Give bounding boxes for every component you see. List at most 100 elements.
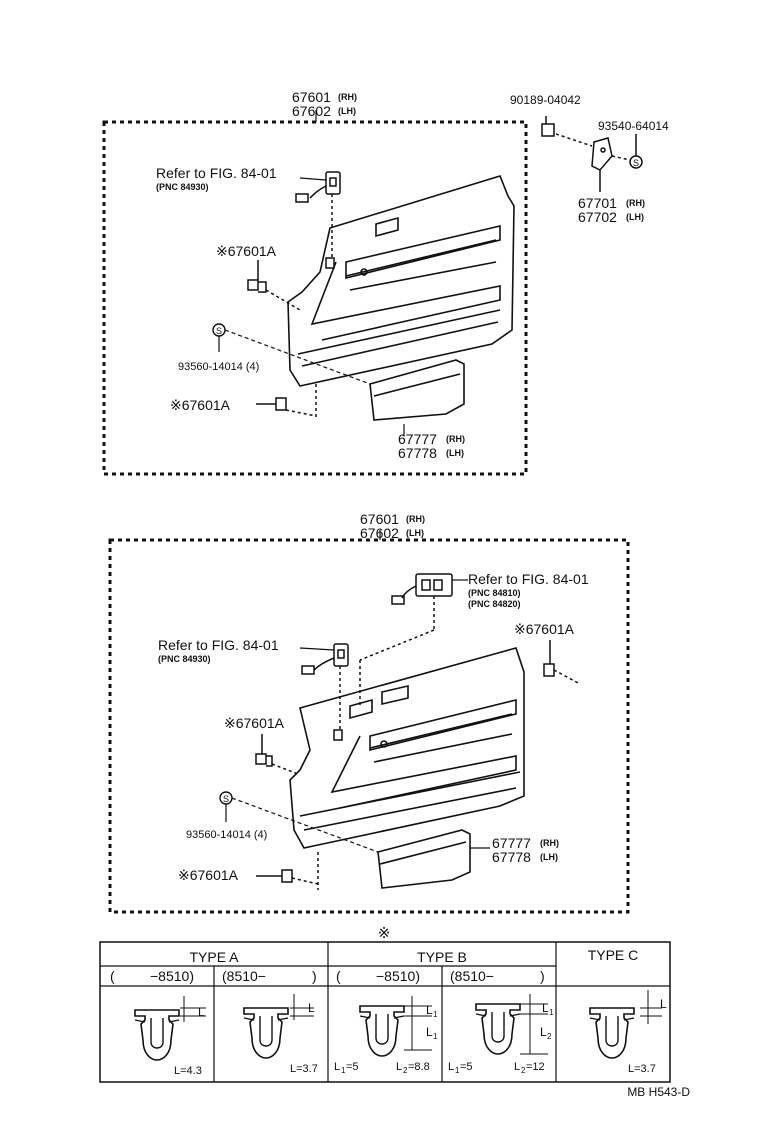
svg-text:1: 1 — [549, 1008, 554, 1017]
label-clip-right-2: ※67601A — [514, 621, 575, 637]
svg-text:(RH): (RH) — [446, 434, 465, 444]
svg-text:): ) — [312, 968, 317, 984]
label-panel-rh-2: 67601 — [360, 511, 399, 527]
label-screw-1: 93560-14014 (4) — [178, 361, 259, 373]
label-clip-lower-2: ※67601A — [178, 867, 239, 883]
svg-text:(RH): (RH) — [338, 92, 357, 102]
screw-2: S — [219, 791, 379, 853]
switch-connector-1 — [295, 171, 341, 269]
svg-text:1: 1 — [455, 1066, 460, 1075]
figure-2: S 67601 (RH) 67602 (LH) Refer to FIG. 84… — [108, 511, 630, 914]
label-pocket-lh-1: 67778 — [398, 445, 437, 461]
svg-text:S: S — [216, 326, 222, 336]
clip-left-2 — [255, 734, 299, 775]
screw-1: S — [212, 323, 371, 385]
svg-text:(: ( — [110, 968, 115, 984]
value-c: L=3.7 — [628, 1063, 656, 1075]
label-screw-part: 93540-64014 — [598, 119, 669, 133]
range-a1: −8510) — [150, 968, 194, 984]
svg-text:L: L — [660, 997, 667, 1011]
svg-text:(LH): (LH) — [446, 448, 464, 458]
label-clip-upper-1: ※67601A — [216, 243, 277, 259]
table-mark: ※ — [378, 925, 391, 942]
svg-text:L: L — [542, 1001, 549, 1015]
clip-type-table: ※ TYPE A TYPE B TYPE C ( −8510) (8510− )… — [99, 925, 671, 1083]
svg-text:L: L — [426, 1003, 433, 1017]
svg-text:L: L — [198, 1005, 205, 1019]
svg-text:(RH): (RH) — [406, 514, 425, 524]
svg-text:(LH): (LH) — [626, 212, 644, 222]
label-bracket-lh: 67702 — [578, 209, 617, 225]
label-ref-switch: Refer to FIG. 84-01 — [468, 571, 589, 587]
svg-text:1: 1 — [341, 1066, 346, 1075]
screw-symbol-bracket: S — [633, 158, 639, 168]
header-type-c: TYPE C — [588, 947, 639, 963]
range-a2: (8510− — [222, 968, 266, 984]
clip-upper-1 — [247, 260, 301, 311]
value-a2: L=3.7 — [290, 1063, 318, 1075]
value-a1: L=4.3 — [174, 1065, 202, 1077]
label-screw-2: 93560-14014 (4) — [186, 829, 267, 841]
door-trim-panel-2 — [289, 647, 525, 849]
switch-connector-2 — [301, 643, 349, 741]
range-b1: −8510) — [376, 968, 420, 984]
clip-lower-2 — [256, 852, 319, 890]
svg-text:L: L — [426, 1025, 433, 1039]
door-trim-panel — [287, 175, 515, 387]
svg-text:(PNC 84930): (PNC 84930) — [156, 182, 209, 192]
svg-text:(LH): (LH) — [406, 528, 424, 538]
diagram-code: MB H543-D — [627, 1085, 690, 1099]
svg-text:(PNC 84810): (PNC 84810) — [468, 588, 521, 598]
label-bolt-part: 90189-04042 — [510, 93, 581, 107]
switch-window — [359, 573, 453, 706]
svg-text:2: 2 — [403, 1066, 408, 1075]
header-type-b: TYPE B — [417, 949, 467, 965]
label-ref-1: Refer to FIG. 84-01 — [156, 165, 277, 181]
label-ref-2: Refer to FIG. 84-01 — [158, 637, 279, 653]
range-b2: (8510− — [450, 968, 494, 984]
svg-text:L: L — [396, 1061, 402, 1073]
clip-right-2 — [543, 640, 581, 685]
figure-1: S S 67601 (RH) 67602 (LH) 90189-04042 93… — [102, 89, 669, 476]
svg-text:2: 2 — [521, 1066, 526, 1075]
value-b1-l2: =8.8 — [408, 1061, 430, 1073]
clip-drawing-a2 — [243, 1007, 289, 1059]
value-b2-l1: =5 — [460, 1061, 473, 1073]
clip-lower-1 — [256, 384, 317, 420]
clip-drawing-b1 — [359, 1005, 405, 1057]
clip-drawing-b2 — [475, 1003, 521, 1055]
door-pocket-1 — [369, 359, 465, 421]
label-panel-lh-1: 67602 — [292, 103, 331, 119]
frame-1 — [102, 120, 528, 476]
svg-text:S: S — [223, 794, 229, 804]
clip-drawing-c — [589, 1007, 635, 1059]
svg-text:(PNC 84930): (PNC 84930) — [158, 654, 211, 664]
label-panel-rh-1: 67601 — [292, 89, 331, 105]
label-panel-lh-2: 67602 — [360, 525, 399, 541]
label-bracket-rh: 67701 — [578, 195, 617, 211]
header-type-a: TYPE A — [189, 949, 239, 965]
svg-text:L: L — [334, 1061, 340, 1073]
value-b1-l1: =5 — [346, 1061, 359, 1073]
label-clip-left-2: ※67601A — [224, 715, 285, 731]
value-b2-l2: =12 — [526, 1061, 545, 1073]
svg-text:(LH): (LH) — [540, 852, 558, 862]
bracket-1 — [541, 116, 643, 192]
svg-text:L: L — [448, 1061, 454, 1073]
svg-text:(: ( — [336, 968, 341, 984]
svg-text:(RH): (RH) — [540, 838, 559, 848]
svg-text:1: 1 — [433, 1010, 438, 1019]
label-clip-lower-1: ※67601A — [170, 397, 231, 413]
svg-text:): ) — [540, 968, 545, 984]
svg-text:(RH): (RH) — [626, 198, 645, 208]
svg-text:2: 2 — [547, 1032, 552, 1041]
clip-drawing-a1 — [134, 1009, 180, 1061]
label-pocket-lh-2: 67778 — [492, 849, 531, 865]
frame-2 — [108, 538, 630, 914]
svg-text:1: 1 — [433, 1032, 438, 1041]
svg-text:L: L — [514, 1061, 520, 1073]
label-pocket-rh-1: 67777 — [398, 431, 437, 447]
label-pocket-rh-2: 67777 — [492, 835, 531, 851]
svg-text:L: L — [308, 1001, 315, 1015]
